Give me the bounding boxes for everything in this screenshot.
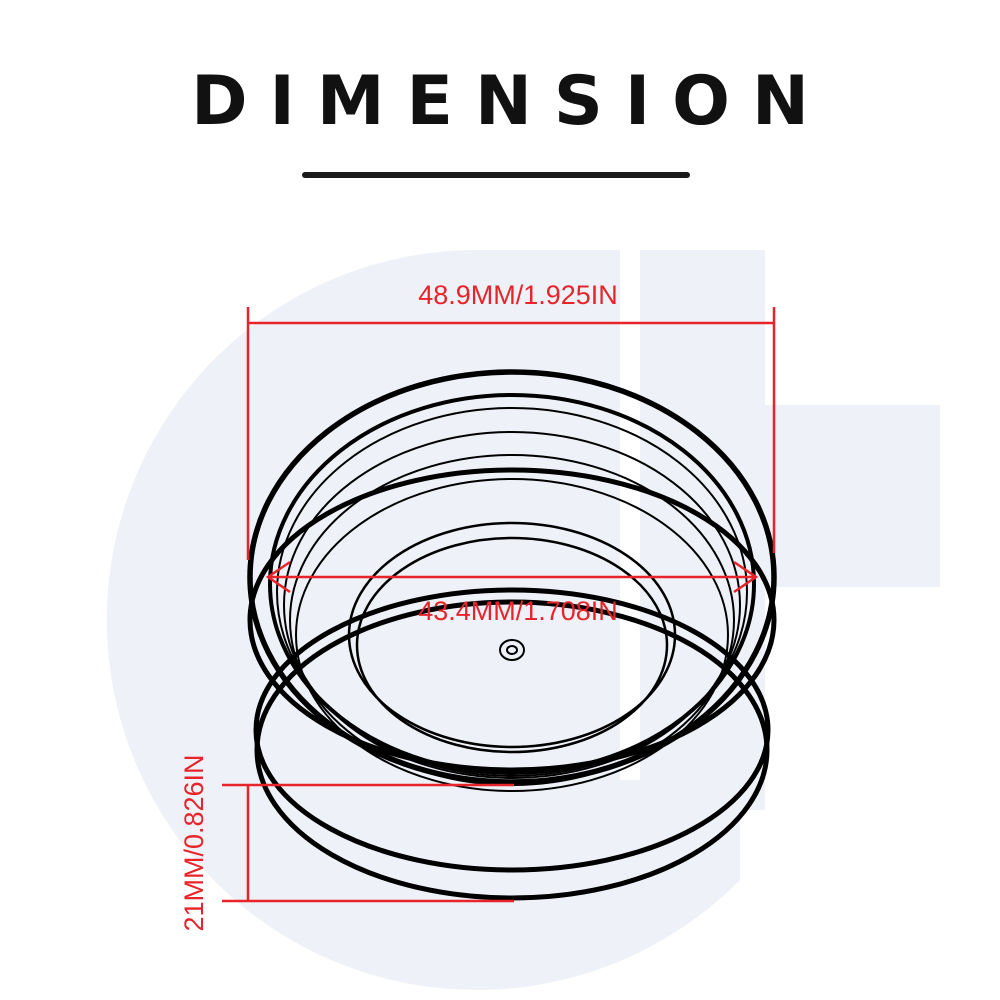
outer-diameter-dimension — [246, 307, 776, 560]
watermark-shape — [106, 250, 740, 990]
inner-floor — [355, 536, 669, 754]
thread-ring-1 — [276, 407, 748, 777]
base-mid-outline — [253, 587, 771, 873]
inner-diameter-arrow-left — [265, 560, 291, 594]
body-outline — [247, 467, 777, 773]
thread-ring-4 — [295, 478, 729, 792]
cap-drawing — [247, 369, 777, 901]
thread-ring-2 — [283, 431, 741, 779]
inner-diameter-label: 43.4MM/1.708IN — [418, 596, 618, 626]
inner-floor-outer — [347, 521, 677, 749]
watermark-stem — [640, 250, 765, 810]
title-underline — [302, 172, 690, 178]
rim-inner-edge — [268, 393, 756, 775]
center-hole-outer — [499, 639, 525, 661]
outer-rim — [247, 369, 777, 785]
outer-diameter-label: 48.9MM/1.925IN — [418, 280, 618, 310]
inner-diameter-dimension — [265, 560, 759, 594]
page-title: DIMENSION — [191, 62, 831, 141]
inner-diameter-arrow-right — [733, 560, 759, 594]
height-label: 21MM/0.826IN — [179, 754, 209, 931]
height-dimension — [222, 783, 514, 903]
center-hole-inner — [506, 645, 518, 655]
